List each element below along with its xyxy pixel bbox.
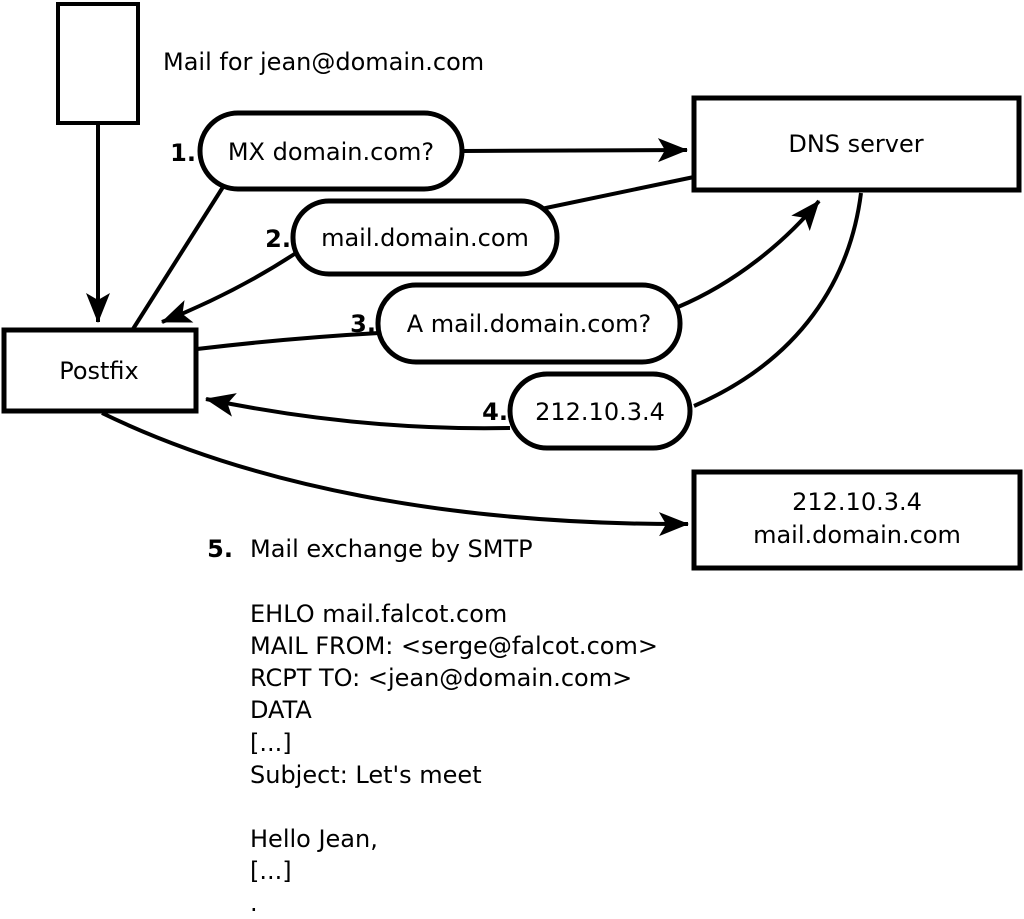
step-5-number: 5. <box>207 535 233 563</box>
step-4-label: 212.10.3.4 <box>535 398 665 426</box>
smtp-line: MAIL FROM: <serge@falcot.com> <box>250 632 658 660</box>
step-2-number: 2. <box>265 225 291 253</box>
mail-server-box <box>691 469 1023 571</box>
smtp-line: Hello Jean, <box>250 825 378 853</box>
figure-title: Mail for jean@domain.com <box>163 48 484 76</box>
step-1-label: MX domain.com? <box>228 138 434 166</box>
smtp-line: EHLO mail.falcot.com <box>250 600 507 628</box>
step-1-bubble <box>197 110 465 192</box>
smtp-line: Subject: Let's meet <box>250 761 482 789</box>
smtp-session-transcript: EHLO mail.falcot.com MAIL FROM: <serge@f… <box>250 600 658 917</box>
smtp-line: [...] <box>250 857 292 885</box>
mail-message-icon <box>56 2 140 125</box>
step-1-number: 1. <box>170 139 196 167</box>
dns-to-a-answer-line <box>693 192 863 408</box>
postfix-to-a-query-line <box>196 331 380 351</box>
postfix-to-mail-server-arrow <box>101 411 689 537</box>
postfix-box <box>1 327 199 414</box>
postfix-label: Postfix <box>59 357 139 385</box>
step-3-bubble <box>375 282 683 365</box>
step-2-bubble <box>290 198 560 277</box>
a-answer-to-postfix-arrow <box>205 393 511 431</box>
dns-server-label: DNS server <box>788 130 923 158</box>
mail-server-hostname: mail.domain.com <box>753 521 961 549</box>
step-4-bubble <box>507 371 693 451</box>
smtp-line: RCPT TO: <jean@domain.com> <box>250 664 632 692</box>
step-5-label: Mail exchange by SMTP <box>250 535 533 563</box>
smtp-line: DATA <box>250 696 312 724</box>
mail-server-ip: 212.10.3.4 <box>792 488 922 516</box>
mx-query-to-dns-arrow <box>461 138 688 163</box>
step-4-number: 4. <box>482 398 508 426</box>
a-query-to-dns-arrow <box>677 199 821 309</box>
dns-server-box <box>691 95 1022 193</box>
dns-to-mx-answer-line <box>540 175 695 211</box>
step-3-label: A mail.domain.com? <box>407 310 652 338</box>
smtp-line: [...] <box>250 729 292 757</box>
step-2-label: mail.domain.com <box>321 224 529 252</box>
postfix-to-mx-query-line <box>131 185 225 331</box>
mx-answer-to-postfix-arrow <box>161 251 298 324</box>
step-3-number: 3. <box>350 310 376 338</box>
smtp-line: . <box>250 889 258 917</box>
